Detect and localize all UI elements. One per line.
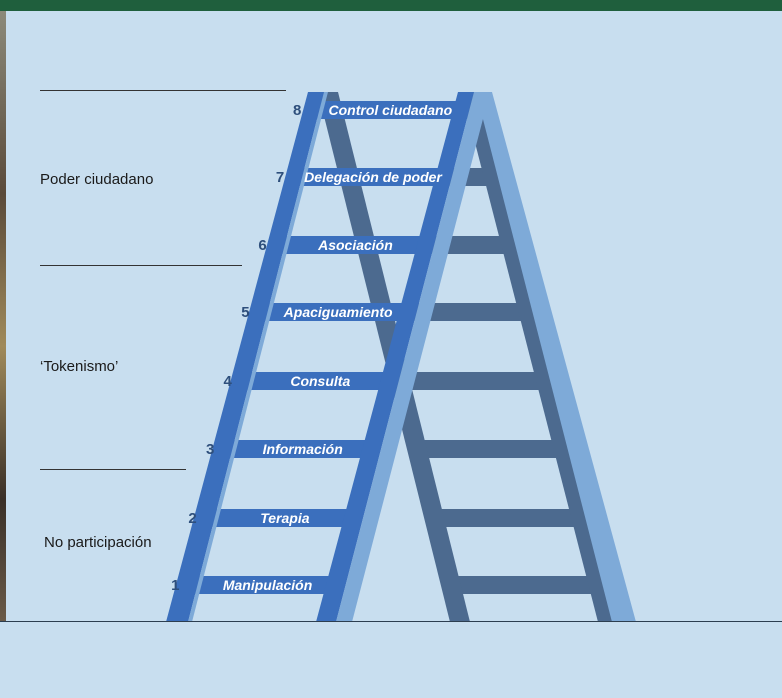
- rung-number-4: 4: [223, 373, 232, 390]
- rung-label-1: Manipulación: [223, 577, 312, 593]
- front-ladder-right-rail-highlight: [336, 92, 490, 622]
- rung-label-5: Apaciguamiento: [283, 304, 393, 320]
- front-ladder-right-rail: [316, 92, 474, 622]
- rung-5: [259, 303, 409, 321]
- header-bar: [0, 0, 782, 11]
- rung-6: [276, 236, 427, 254]
- back-ladder-right-rail-shade: [462, 92, 612, 622]
- front-ladder: [166, 92, 490, 622]
- rung-label-7: Delegación de poder: [304, 169, 443, 185]
- separator-top: [40, 90, 286, 91]
- rung-2: [206, 509, 356, 527]
- rung-7: [294, 168, 444, 186]
- rung-3: [224, 440, 374, 458]
- back-rung-4: [399, 372, 545, 390]
- back-rung-2: [434, 509, 580, 527]
- rung-4: [241, 372, 391, 390]
- rung-label-6: Asociación: [317, 237, 393, 253]
- rung-number-8: 8: [293, 102, 301, 119]
- section-label-nonparticipation: No participación: [44, 534, 152, 551]
- rung-label-8: Control ciudadano: [329, 102, 453, 118]
- rung-number-5: 5: [241, 304, 249, 321]
- rung-label-4: Consulta: [290, 373, 350, 389]
- separator-citizen-tokenism: [40, 265, 242, 266]
- ground-line: [0, 621, 782, 622]
- rung-label-3: Información: [263, 441, 343, 457]
- back-rung-1: [450, 576, 597, 594]
- rung-1: [189, 576, 338, 594]
- rung-number-3: 3: [206, 441, 214, 458]
- rung-label-2: Terapia: [260, 510, 309, 526]
- rung-number-6: 6: [258, 237, 266, 254]
- rung-number-7: 7: [276, 169, 284, 186]
- back-rung-3: [416, 440, 562, 458]
- rung-number-1: 1: [171, 577, 179, 594]
- separator-tokenism-nonparticipation: [40, 469, 186, 470]
- back-ladder-right-rail: [474, 92, 636, 622]
- photo-edge-strip: [0, 11, 6, 621]
- front-ladder-left-rail-highlight: [188, 92, 328, 622]
- front-ladder-left-rail: [166, 92, 324, 622]
- section-label-citizen-power: Poder ciudadano: [40, 171, 154, 188]
- rung-8: [311, 101, 462, 119]
- rung-number-2: 2: [188, 510, 196, 527]
- section-label-tokenism: ‘Tokenismo’: [40, 358, 119, 375]
